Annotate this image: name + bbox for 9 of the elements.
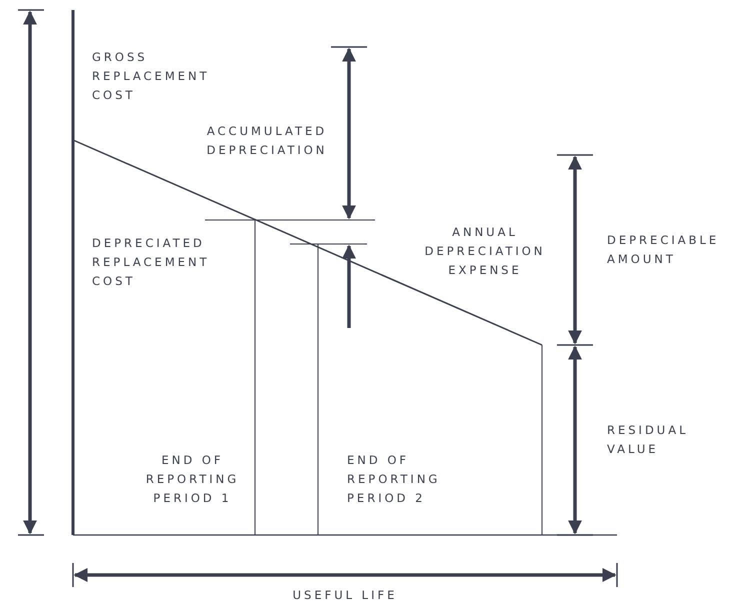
annotation-label: ACCUMULATED DEPRECIATION [206, 123, 328, 159]
annotation-label: RESIDUAL VALUE [607, 422, 690, 458]
annotation-label: DEPRECIABLE AMOUNT [607, 232, 720, 268]
annotation-label: ANNUAL DEPRECIATION EXPENSE [424, 224, 546, 279]
annotation-label: USEFUL LIFE [292, 587, 398, 604]
annotation-label: END OF REPORTING PERIOD 2 [347, 452, 442, 507]
annotation-label: END OF REPORTING PERIOD 1 [144, 452, 240, 507]
annotation-label: DEPRECIATED REPLACEMENT COST [92, 235, 211, 290]
annotation-label: GROSS REPLACEMENT COST [92, 49, 211, 104]
